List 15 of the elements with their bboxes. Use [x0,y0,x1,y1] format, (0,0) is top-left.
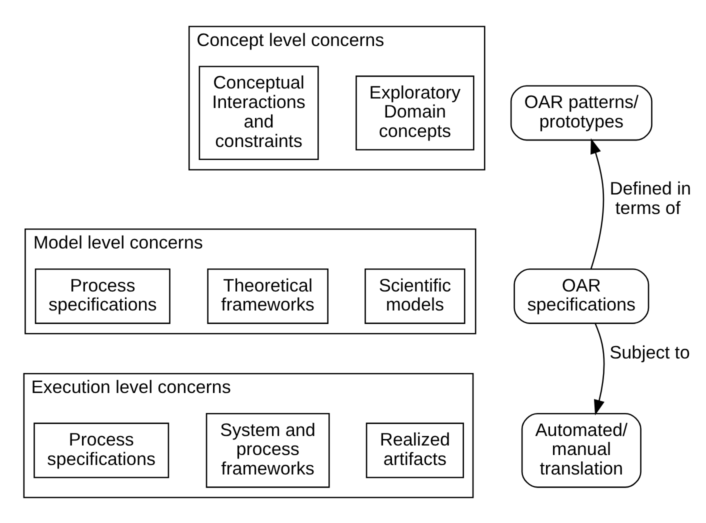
node-box: Scientific models [364,268,466,324]
node-box: Process specifications [34,268,170,324]
edge-label: Defined in terms of [610,178,692,218]
node-box: Exploratory Domain concepts [356,75,474,150]
arrow [594,322,605,415]
node-box: Theoretical frameworks [207,268,328,324]
arrow [590,138,604,269]
node-box: Conceptual Interactions and constraints [198,65,319,160]
node-box: Automated/ manual translation [521,412,642,488]
edge-label: Subject to [610,342,690,362]
node-box: OAR specifications [514,268,650,324]
node-box: Process specifications [34,422,170,478]
node-box: OAR patterns/ prototypes [510,84,652,140]
node-box: System and process frameworks [206,412,330,488]
node-box: Realized artifacts [366,422,464,478]
